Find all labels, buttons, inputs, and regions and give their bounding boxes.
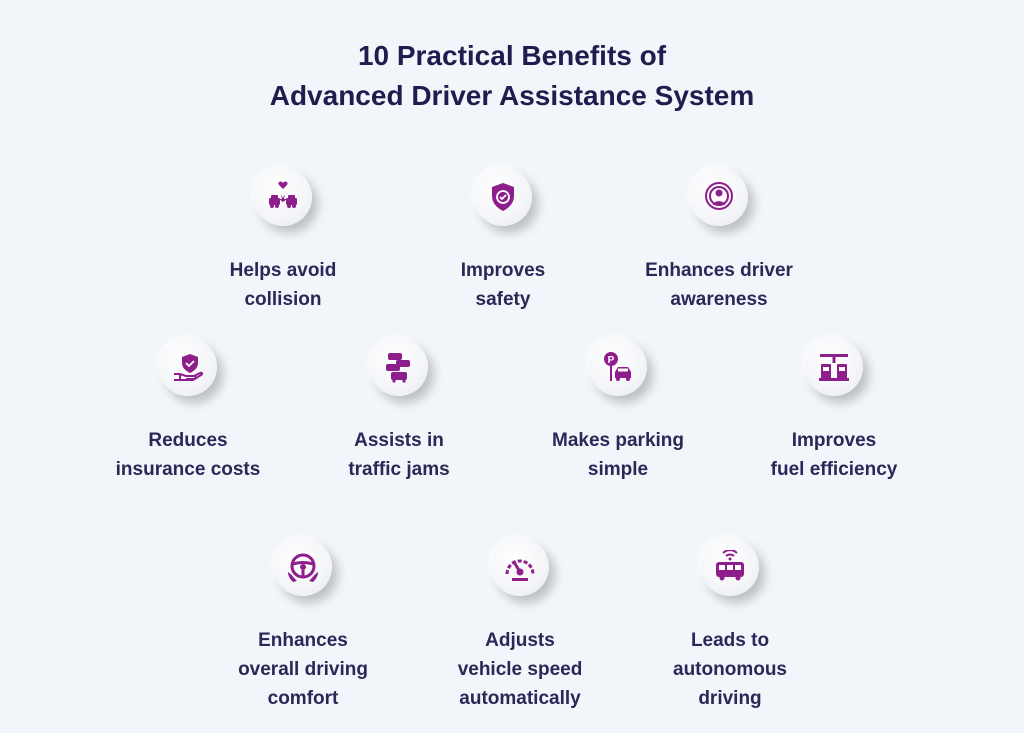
steering-wheel-hands-icon (274, 538, 332, 596)
car-collision-icon (254, 168, 312, 226)
hand-shield-icon (159, 338, 217, 396)
svg-text:P: P (608, 355, 615, 366)
shield-check-icon (474, 168, 532, 226)
driver-awareness-icon (690, 168, 748, 226)
autonomous-bus-icon (701, 538, 759, 596)
parking-car-icon: P (589, 338, 647, 396)
speedometer-icon (491, 538, 549, 596)
page-title: 10 Practical Benefits of Advanced Driver… (0, 36, 1024, 116)
title-line-1: 10 Practical Benefits of (357, 40, 667, 71)
traffic-jam-icon (370, 338, 428, 396)
fuel-station-icon (805, 338, 863, 396)
title-line-2: Advanced Driver Assistance System (269, 80, 755, 111)
